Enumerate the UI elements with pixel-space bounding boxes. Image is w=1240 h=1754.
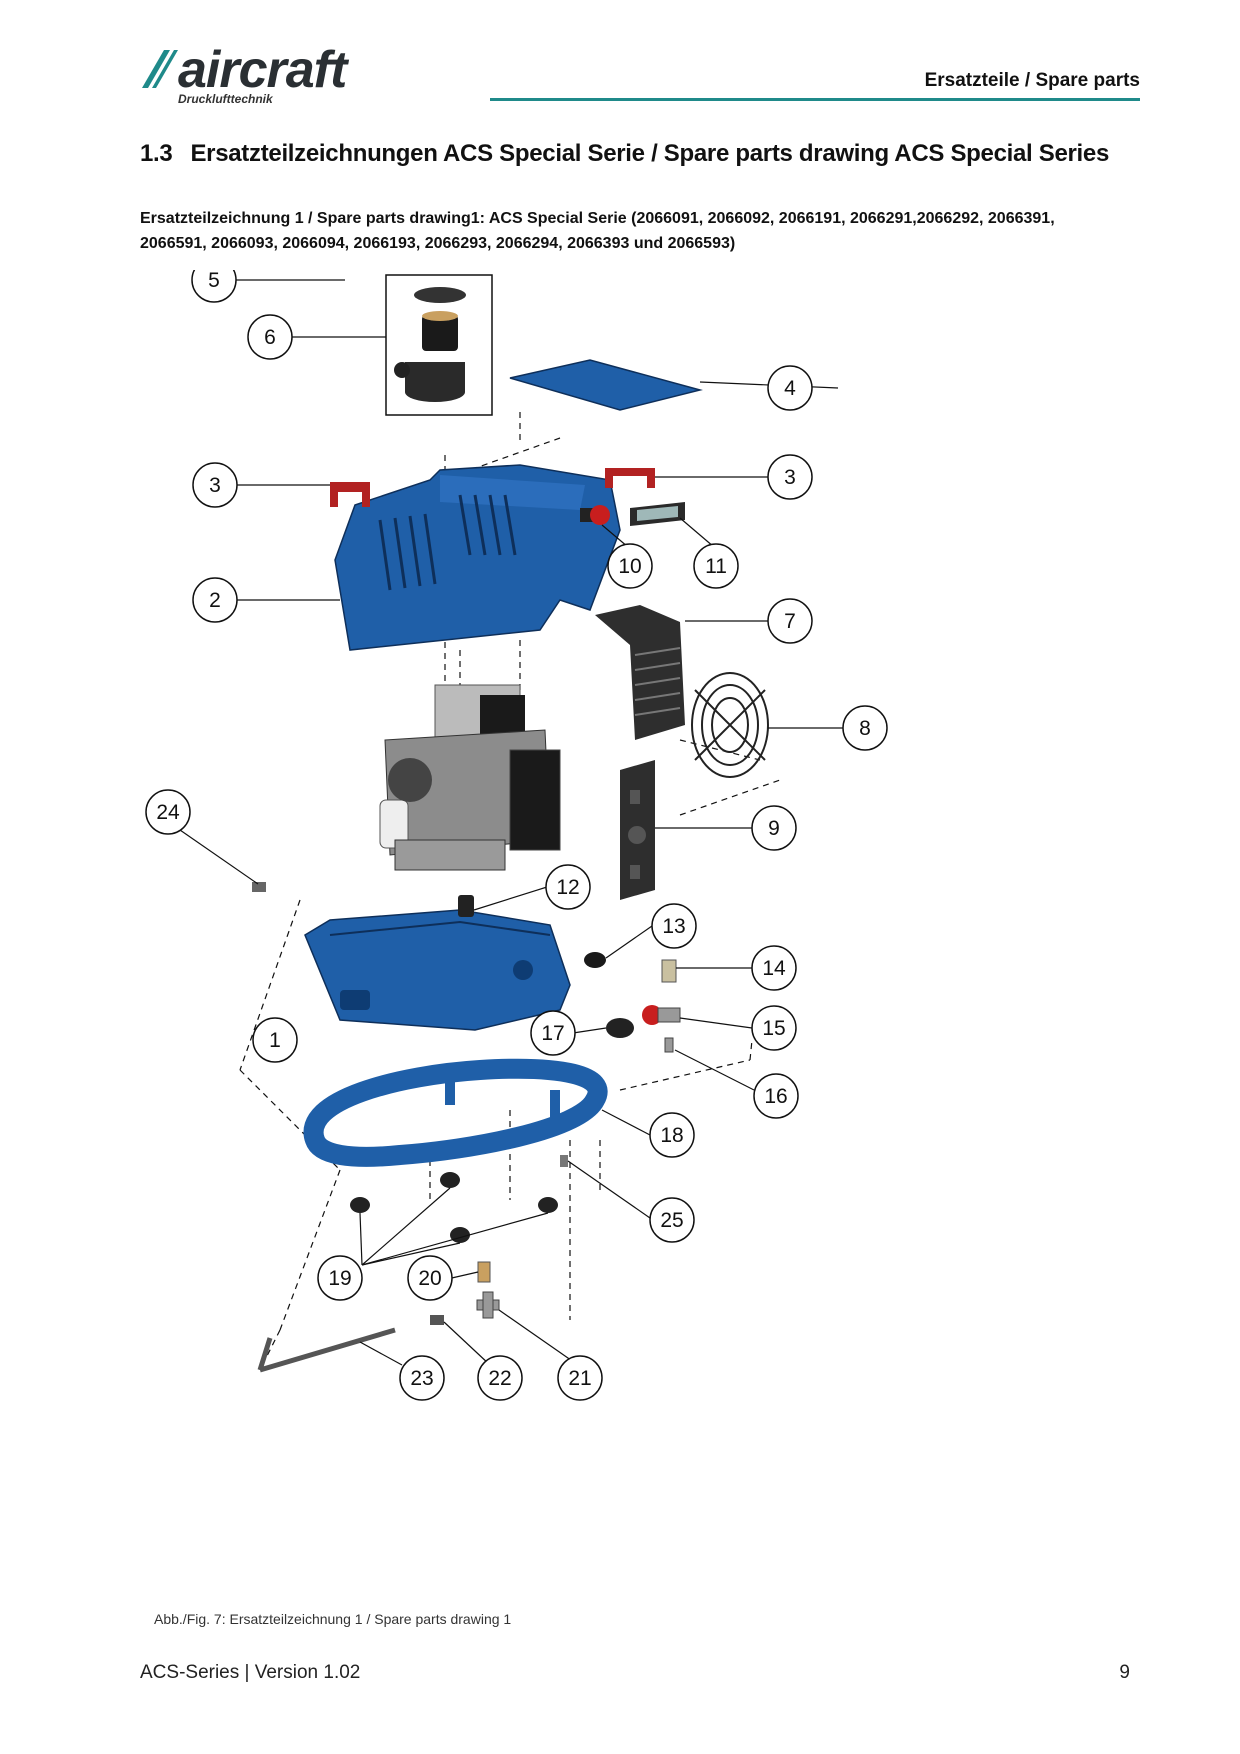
callout-label: 24 xyxy=(156,801,180,824)
callout-label: 19 xyxy=(328,1267,351,1290)
callout-circle xyxy=(767,365,813,411)
callout-label: 22 xyxy=(488,1367,511,1390)
part-17-gauge xyxy=(606,1018,634,1038)
part-13-grommet xyxy=(584,952,606,968)
part-18-frame xyxy=(303,1058,608,1167)
part-16-fitting xyxy=(664,1037,674,1053)
callout-circle xyxy=(767,454,813,500)
callout-label: 14 xyxy=(762,957,786,980)
callout-label: 17 xyxy=(541,1022,564,1045)
callout-circle xyxy=(607,543,653,589)
header-divider xyxy=(490,98,1140,101)
part-14-valve xyxy=(661,959,677,983)
callout-circle xyxy=(751,1005,797,1051)
part-9-side-panel xyxy=(620,760,655,900)
callout-label: 12 xyxy=(556,876,579,899)
callout-label: 11 xyxy=(705,555,727,578)
part-12-mount xyxy=(458,895,474,917)
callout-label: 3 xyxy=(784,466,796,489)
callout-label: 8 xyxy=(859,717,871,740)
part-8-fan-guard xyxy=(691,672,769,778)
part-24-elbow xyxy=(252,882,266,892)
part-11-display xyxy=(630,502,685,526)
aircraft-logo: aircraft Drucklufttechnik xyxy=(140,44,370,106)
callout-label: 13 xyxy=(662,915,685,938)
callout-circle xyxy=(767,598,813,644)
callout-label: 25 xyxy=(660,1209,683,1232)
logo-mark-icon xyxy=(142,50,178,88)
logo-word: aircraft xyxy=(178,41,347,99)
callout-circle xyxy=(557,1355,603,1401)
callout-circle xyxy=(145,789,191,835)
part-10-switch xyxy=(580,505,610,525)
section-number: 1.3 xyxy=(140,140,173,167)
exploded-parts-drawing: 1233456789101112131415161718192021222324… xyxy=(145,270,888,1401)
part-7-vent-panel xyxy=(595,605,685,740)
callout-label: 21 xyxy=(568,1367,591,1390)
callout-circle xyxy=(751,805,797,851)
figure-caption: Abb./Fig. 7: Ersatzteilzeichnung 1 / Spa… xyxy=(154,1611,512,1627)
page-title: 1.3 Ersatzteilzeichnungen ACS Special Ser… xyxy=(140,140,1109,168)
callout-label: 5 xyxy=(208,270,220,292)
compressor-core xyxy=(379,684,561,871)
callout-circle xyxy=(407,1255,453,1301)
callout-circle xyxy=(191,270,237,303)
callout-circle xyxy=(753,1073,799,1119)
callout-label: 9 xyxy=(768,817,780,840)
callout-label: 15 xyxy=(762,1017,785,1040)
frame-posts xyxy=(445,1075,560,1120)
part-5-6-filter-assembly xyxy=(385,274,493,416)
callout-label: 1 xyxy=(269,1029,281,1052)
section-title: Ersatzteilzeichnungen ACS Special Serie … xyxy=(190,140,1110,167)
callout-circle xyxy=(252,1017,298,1063)
callout-label: 10 xyxy=(618,555,641,578)
callout-circle xyxy=(192,462,238,508)
callout-label: 18 xyxy=(660,1124,683,1147)
page-number: 9 xyxy=(1119,1662,1130,1683)
callout-label: 6 xyxy=(264,326,276,349)
callout-circle xyxy=(477,1355,523,1401)
part-3-handles xyxy=(330,468,655,507)
callout-circle xyxy=(842,705,888,751)
callout-circle xyxy=(649,1112,695,1158)
callout-label: 3 xyxy=(209,474,221,497)
callout-circle xyxy=(399,1355,445,1401)
callout-label: 23 xyxy=(410,1367,433,1390)
callout-circle xyxy=(693,543,739,589)
part-25-screw xyxy=(560,1155,568,1167)
callout-label: 16 xyxy=(764,1085,787,1108)
part-19-feet xyxy=(350,1172,558,1243)
leader-lines xyxy=(179,279,843,1366)
part-4-cover-plate xyxy=(509,359,703,411)
drawing-subheading: Ersatzteilzeichnung 1 / Spare parts draw… xyxy=(140,210,1055,252)
logo-subtitle: Drucklufttechnik xyxy=(178,92,273,106)
part-21-tee xyxy=(476,1291,500,1319)
part-15-pressure-switch xyxy=(642,1005,681,1025)
callout-circle xyxy=(317,1255,363,1301)
callout-circle xyxy=(649,1197,695,1243)
part-22-fitting xyxy=(430,1315,444,1325)
footer-version: ACS-Series | Version 1.02 xyxy=(140,1662,361,1683)
callout-circle xyxy=(545,864,591,910)
part-1-base-housing xyxy=(304,909,571,1031)
callout-circle xyxy=(651,903,697,949)
callout-label: 20 xyxy=(418,1267,441,1290)
part-2-upper-housing xyxy=(334,464,621,651)
callout-circle xyxy=(192,577,238,623)
callout-label: 2 xyxy=(209,589,221,612)
section-label: Ersatzteile / Spare parts xyxy=(924,70,1140,91)
callout-circle xyxy=(247,314,293,360)
callout-circle xyxy=(751,945,797,991)
callout-circle xyxy=(530,1010,576,1056)
callout-label: 4 xyxy=(784,377,796,400)
callout-label: 7 xyxy=(784,610,796,633)
part-23-tube xyxy=(257,1327,396,1373)
part-20-valve xyxy=(477,1261,491,1283)
